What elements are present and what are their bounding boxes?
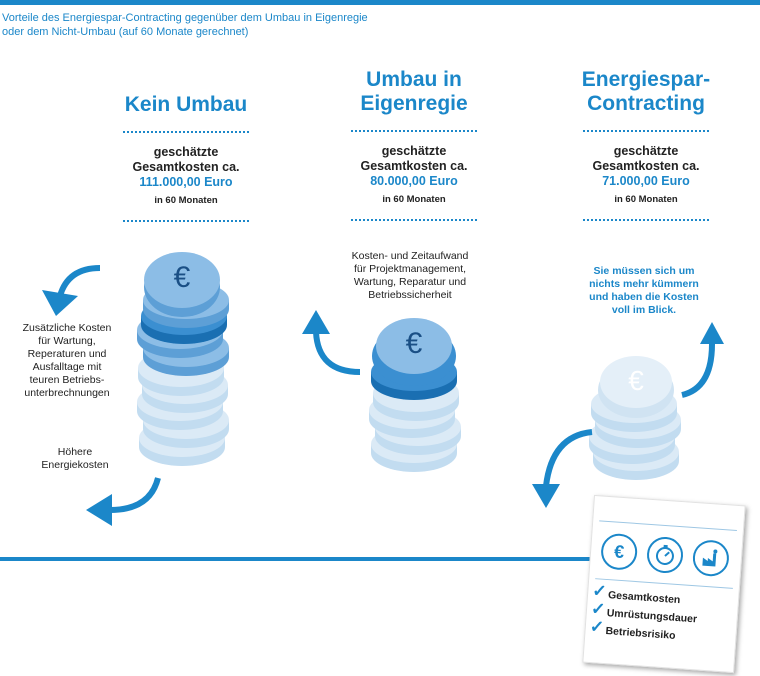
euro-icon: €: [599, 532, 639, 572]
column-title-2: Eigenregie: [360, 92, 468, 115]
cost-label: geschätzte: [381, 144, 447, 158]
cost-duration: in 60 Monaten: [614, 194, 678, 205]
note-line: teuren Betriebs-: [29, 374, 105, 386]
arrow-kein-umbau-top-path: [57, 265, 101, 297]
arrow-contracting-down-head: [532, 484, 560, 508]
note-line: Ausfalltage mit: [32, 361, 102, 373]
euro-glyph: €: [613, 540, 625, 562]
stopwatch-glyph: [655, 544, 674, 565]
card-rule: [599, 520, 737, 531]
cost-label-2: Gesamtkosten ca.: [592, 159, 700, 173]
note-line: Höhere: [57, 446, 93, 458]
arrow-eigenregie-path: [313, 331, 361, 375]
arrow-contracting-down-path: [543, 429, 593, 487]
column-title-2: Contracting: [587, 92, 705, 115]
coin-euro-icon-1: €: [173, 261, 191, 294]
column-title: Energiespar-: [581, 68, 711, 91]
cost-block: geschätzte Gesamtkosten ca. 111.000,00 E…: [96, 145, 276, 208]
column-kein-umbau: Kein Umbau geschätzte Gesamtkosten ca. 1…: [96, 93, 276, 222]
divider: [123, 220, 249, 222]
note-eigenregie: Kosten- und Zeitaufwand für Projektmanag…: [330, 250, 490, 302]
arrow-eigenregie-head: [302, 310, 330, 334]
checklist-item: Umrüstungsdauer: [606, 607, 698, 626]
note-extra-costs: Zusätzliche Kosten für Wartung, Reperatu…: [2, 322, 132, 400]
arrow-kein-umbau-bottom-path: [109, 477, 161, 513]
cost-label: geschätzte: [613, 144, 679, 158]
stopwatch-icon: [645, 535, 685, 575]
divider: [583, 219, 709, 221]
note-line: Zusätzliche Kosten: [22, 322, 112, 334]
note-line: für Projektmanagement,: [353, 263, 467, 275]
arrow-contracting-up-path: [681, 343, 715, 398]
check-icon: ✓: [591, 581, 608, 601]
checklist-item: Betriebsrisiko: [605, 625, 676, 642]
cost-block: geschätzte Gesamtkosten ca. 71.000,00 Eu…: [556, 144, 736, 207]
cost-amount: 80.000,00 Euro: [370, 174, 458, 188]
divider: [351, 130, 477, 132]
divider: [351, 219, 477, 221]
note-line: nichts mehr kümmern: [589, 278, 699, 290]
subtitle-line-2: oder dem Nicht-Umbau (auf 60 Monate gere…: [2, 26, 249, 38]
subtitle-line-1: Vorteile des Energiespar-Contracting geg…: [2, 12, 368, 24]
cost-label-2: Gesamtkosten ca.: [132, 160, 240, 174]
column-title: Umbau in: [366, 68, 462, 91]
cost-amount: 71.000,00 Euro: [602, 174, 690, 188]
note-energy-costs: Höhere Energiekosten: [30, 446, 120, 472]
note-line: Wartung, Reparatur und: [353, 276, 467, 288]
coin-stack-contracting: [589, 356, 681, 480]
cost-duration: in 60 Monaten: [382, 194, 446, 205]
coin-euro-icon-2: €: [405, 327, 423, 360]
note-line: unterbrechnungen: [24, 387, 110, 399]
note-contracting: Sie müssen sich um nichts mehr kümmern u…: [570, 265, 718, 317]
note-line: Betriebssicherheit: [368, 289, 452, 301]
column-title: Kein Umbau: [124, 93, 248, 116]
note-line: für Wartung,: [38, 335, 96, 347]
cost-label: geschätzte: [153, 145, 219, 159]
cost-duration: in 60 Monaten: [154, 195, 218, 206]
top-accent-bar: [0, 0, 760, 5]
coin-stack-eigenregie: [369, 318, 461, 472]
note-line: Energiekosten: [41, 459, 109, 471]
divider: [123, 131, 249, 133]
factory-glyph: [702, 549, 718, 567]
check-icon: ✓: [589, 616, 605, 637]
arrow-kein-umbau-top-head: [42, 290, 78, 316]
factory-icon: [691, 538, 731, 578]
coin-euro-icon-3: €: [628, 365, 644, 396]
note-line: voll im Blick.: [611, 304, 677, 316]
note-line: Kosten- und Zeitaufwand: [351, 250, 469, 262]
check-icon: ✓: [590, 598, 606, 619]
cost-amount: 111.000,00 Euro: [139, 175, 233, 189]
cost-block: geschätzte Gesamtkosten ca. 80.000,00 Eu…: [324, 144, 504, 207]
column-contracting: Energiespar- Contracting geschätzte Gesa…: [556, 68, 736, 221]
note-line: Reperaturen und: [27, 348, 107, 360]
column-eigenregie: Umbau in Eigenregie geschätzte Gesamtkos…: [324, 68, 504, 221]
divider: [583, 130, 709, 132]
note-line: und haben die Kosten: [589, 291, 699, 303]
arrow-contracting-up-head: [700, 322, 724, 344]
note-line: Sie müssen sich um: [593, 265, 695, 277]
coin-stack-kein-umbau: [137, 252, 229, 466]
card-rule: [595, 578, 733, 589]
cost-label-2: Gesamtkosten ca.: [360, 159, 468, 173]
checklist-item: Gesamtkosten: [607, 589, 681, 607]
bottom-accent-line: [0, 557, 600, 561]
checklist-card: € ✓ Gesamtkosten ✓ Umrüstungsdauer ✓ Bet…: [582, 494, 746, 674]
arrow-kein-umbau-bottom-head: [86, 494, 112, 526]
subtitle: Vorteile des Energiespar-Contracting geg…: [2, 11, 368, 39]
